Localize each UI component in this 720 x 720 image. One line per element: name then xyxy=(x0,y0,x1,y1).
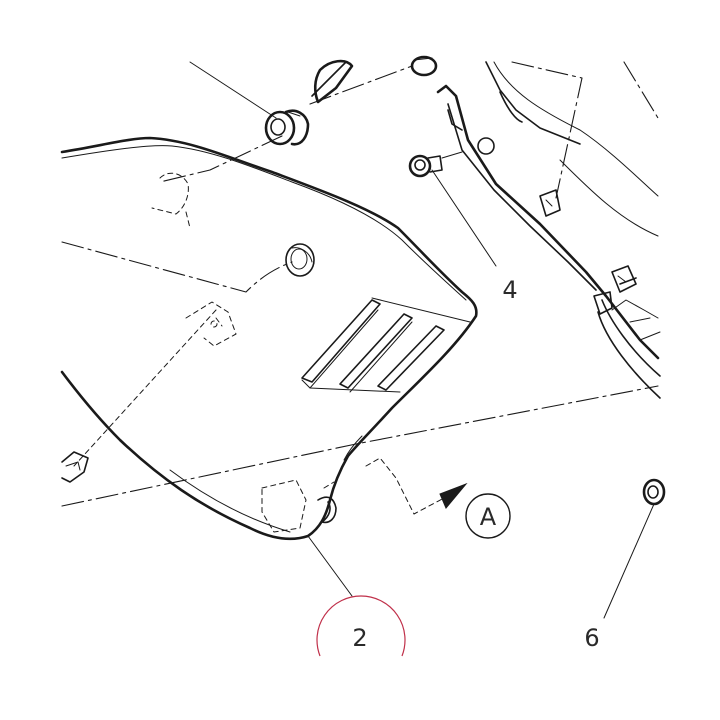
centre-lines xyxy=(61,61,659,507)
side-frame xyxy=(436,61,661,399)
callout-6[interactable]: 6 xyxy=(584,624,599,652)
rubber-grommet xyxy=(264,109,310,146)
view-a-label: A xyxy=(480,503,497,531)
callout-4-label: 4 xyxy=(502,276,517,304)
vent-slots xyxy=(301,297,471,393)
upper-bracket xyxy=(311,55,438,104)
hidden-details xyxy=(151,172,335,533)
fairing-grommet xyxy=(285,243,315,277)
callout-4[interactable]: 4 xyxy=(502,276,517,304)
clip-left xyxy=(61,451,89,483)
fairing-panel xyxy=(60,136,478,541)
callout-2[interactable]: 2 xyxy=(316,595,406,657)
nut-part-6 xyxy=(642,478,666,506)
view-arrow xyxy=(365,457,468,515)
callout-6-label: 6 xyxy=(584,624,599,652)
leader-lines xyxy=(189,61,655,619)
screw-part-4 xyxy=(408,151,463,178)
highlight-circle xyxy=(316,595,406,657)
callout-2-label: 2 xyxy=(352,624,367,652)
view-a-circle xyxy=(465,493,511,539)
callout-view-a[interactable]: A xyxy=(465,493,511,539)
